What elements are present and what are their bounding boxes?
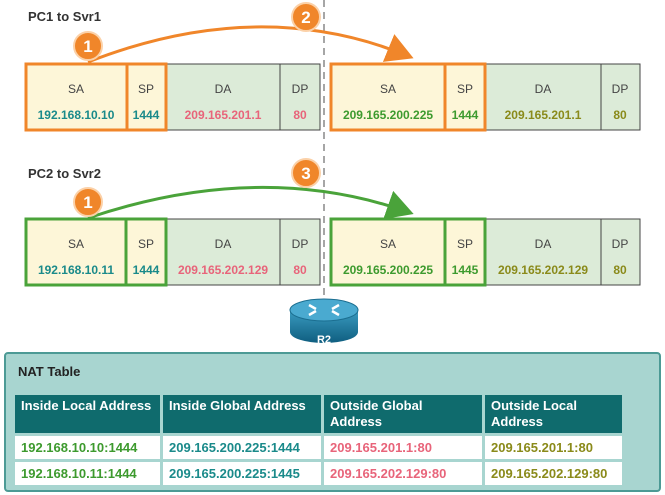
cell-outside-global: 209.165.201.1:80 (324, 436, 482, 459)
sa-label: SA (68, 82, 84, 96)
table-row: 192.168.10.11:1444 209.165.200.225:1445 … (15, 462, 622, 485)
svg-text:1: 1 (83, 193, 92, 212)
da-field (484, 218, 602, 286)
da-label: DA (535, 237, 552, 251)
dp-field (279, 218, 321, 286)
sp-value: 1444 (133, 263, 160, 277)
sp-field (444, 63, 486, 131)
sa-value: 209.165.200.225 (343, 108, 433, 122)
nat-table-header-row: Inside Local Address Inside Global Addre… (15, 395, 622, 433)
da-label: DA (535, 82, 552, 96)
dp-label: DP (612, 82, 629, 96)
da-value: 209.165.201.1 (185, 108, 262, 122)
da-label: DA (215, 237, 232, 251)
router-icon: R2 (289, 298, 359, 346)
cell-outside-local: 209.165.202.129:80 (485, 462, 622, 485)
sp-highlight (124, 217, 168, 287)
dp-label: DP (292, 237, 309, 251)
nat-table-title: NAT Table (18, 364, 81, 379)
sp-value: 1444 (452, 108, 479, 122)
dp-field (279, 63, 321, 131)
sa-field (25, 63, 128, 131)
arrow-pc1-translation (87, 25, 414, 64)
router-label: R2 (317, 334, 331, 346)
cell-outside-local: 209.165.201.1:80 (485, 436, 622, 459)
sa-value: 192.168.10.11 (38, 263, 114, 277)
sp-highlight (443, 217, 487, 287)
sa-label: SA (380, 237, 396, 251)
table-row: 192.168.10.10:1444 209.165.200.225:1444 … (15, 436, 622, 459)
header-outside-local: Outside Local Address (485, 395, 622, 433)
nat-diagram: SA SP DA DP 192.168.10.10 1444 209.165.2… (24, 0, 641, 346)
cell-inside-local: 192.168.10.10:1444 (15, 436, 160, 459)
sa-value: 192.168.10.10 (38, 108, 115, 122)
sp-label: SP (138, 237, 154, 251)
cell-inside-global: 209.165.200.225:1444 (163, 436, 321, 459)
arrow-pc2-translation (87, 185, 414, 220)
packet-pc1-outside: SA SP DA DP 209.165.200.225 1444 209.165… (329, 62, 641, 132)
dp-value: 80 (613, 263, 627, 277)
svg-text:1: 1 (83, 37, 92, 56)
da-value: 209.165.202.129 (178, 263, 268, 277)
dp-value: 80 (613, 108, 627, 122)
sa-field (330, 63, 446, 131)
step-badge-1-pc2: 1 (73, 187, 103, 217)
step-badge-2: 2 (291, 2, 321, 32)
cell-outside-global: 209.165.202.129:80 (324, 462, 482, 485)
dp-field (600, 218, 641, 286)
cell-inside-local: 192.168.10.11:1444 (15, 462, 160, 485)
da-label: DA (215, 82, 232, 96)
packet-pc2-inside: SA SP DA DP 192.168.10.11 1444 209.165.2… (24, 217, 321, 287)
section-title-pc1: PC1 to Svr1 (28, 9, 101, 24)
da-field (484, 63, 602, 131)
sp-value: 1444 (133, 108, 160, 122)
dp-label: DP (612, 237, 629, 251)
header-inside-global: Inside Global Address (163, 395, 321, 433)
dp-value: 80 (293, 263, 307, 277)
sp-label: SP (138, 82, 154, 96)
da-field (165, 63, 281, 131)
step-badge-3: 3 (291, 158, 321, 188)
da-value: 209.165.202.129 (498, 263, 588, 277)
sp-highlight (125, 62, 168, 132)
header-outside-global: Outside Global Address (324, 395, 482, 433)
cell-inside-global: 209.165.200.225:1445 (163, 462, 321, 485)
header-inside-local: Inside Local Address (15, 395, 160, 433)
svg-text:3: 3 (301, 164, 310, 183)
packet-pc1-inside: SA SP DA DP 192.168.10.10 1444 209.165.2… (24, 62, 321, 132)
section-title-pc2: PC2 to Svr2 (28, 166, 101, 181)
sp-value: 1445 (452, 263, 479, 277)
sp-label: SP (457, 82, 473, 96)
dp-field (600, 63, 641, 131)
sp-highlight (443, 62, 487, 132)
sa-field (25, 218, 127, 286)
sp-label: SP (457, 237, 473, 251)
sa-value: 209.165.200.225 (343, 263, 433, 277)
nat-table-panel: NAT Table Inside Local Address Inside Gl… (4, 352, 661, 492)
dp-value: 80 (293, 108, 307, 122)
sa-label: SA (68, 237, 84, 251)
sa-label: SA (380, 82, 396, 96)
step-badge-1-pc1: 1 (73, 31, 103, 61)
packet-pc2-outside: SA SP DA DP 209.165.200.225 1445 209.165… (329, 217, 641, 287)
da-value: 209.165.201.1 (505, 108, 582, 122)
svg-text:2: 2 (301, 8, 310, 27)
nat-table: Inside Local Address Inside Global Addre… (12, 392, 625, 488)
dp-label: DP (292, 82, 309, 96)
